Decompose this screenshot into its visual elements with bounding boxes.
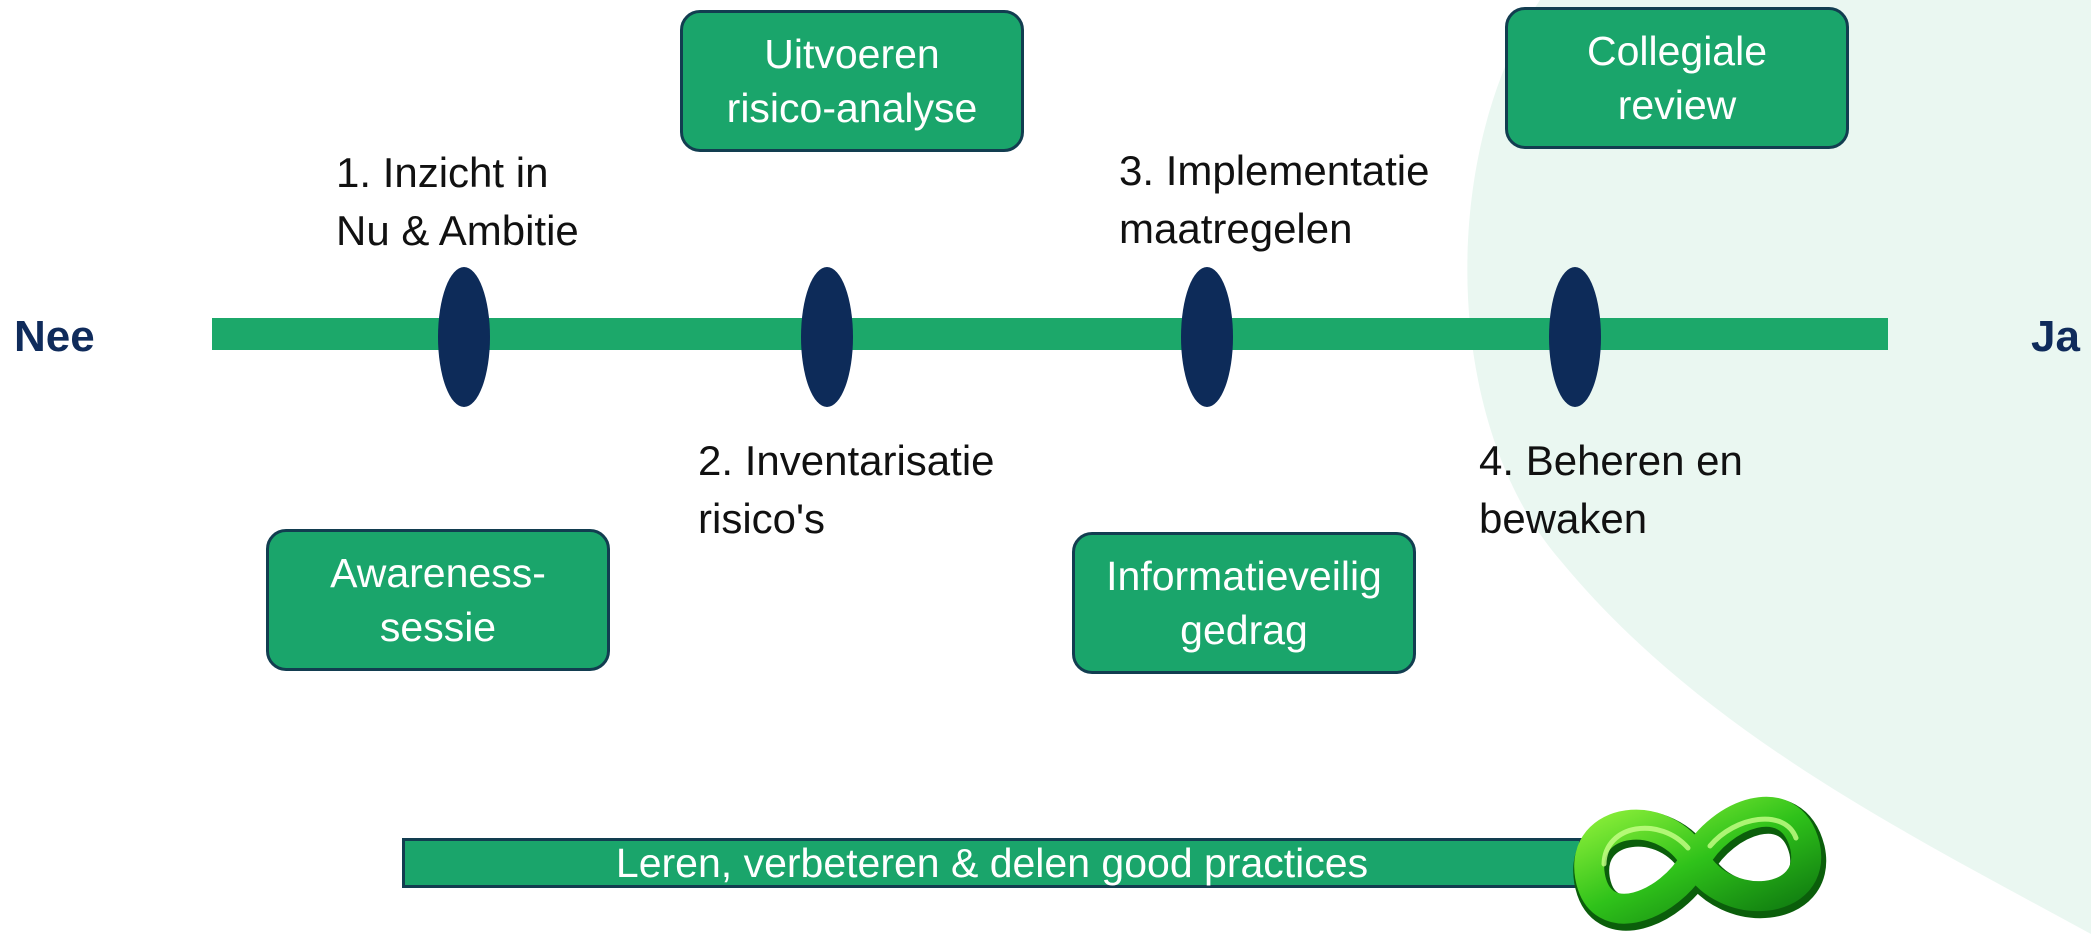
activity-2-line1: Uitvoeren [764,31,940,77]
step-4-line2: bewaken [1479,495,1648,542]
timeline-bar [212,318,1888,350]
milestone-3 [1181,267,1233,407]
activity-box-behaviour: Informatieveilig gedrag [1072,532,1416,674]
activity-box-awareness: Awareness- sessie [266,529,610,671]
step-3-line2: maatregelen [1119,205,1353,252]
step-label-4: 4. Beheren en bewaken [1479,432,1743,548]
activity-box-risk-analysis: Uitvoeren risico-analyse [680,10,1024,152]
step-1-line2: Nu & Ambitie [336,207,579,254]
step-2-line1: 2. Inventarisatie [698,437,995,484]
step-4-line1: 4. Beheren en [1479,437,1743,484]
step-label-3: 3. Implementatie maatregelen [1119,142,1430,258]
activity-1-line1: Awareness- [330,550,546,596]
activity-3-line1: Informatieveilig [1106,553,1382,599]
axis-end-label: Ja [2031,312,2080,361]
axis-start-label: Nee [14,312,95,361]
step-label-1: 1. Inzicht in Nu & Ambitie [336,144,579,260]
infinity-icon [1573,796,1827,931]
activity-1-line2: sessie [379,604,497,650]
activity-4-line2: review [1617,82,1737,128]
learning-bar: Leren, verbeteren & delen good practices [402,838,1582,888]
step-2-line2: risico's [698,495,826,542]
activity-3-line2: gedrag [1180,607,1308,653]
milestone-4 [1549,267,1601,407]
step-1-line1: 1. Inzicht in [336,149,549,196]
activity-4-line1: Collegiale [1586,28,1768,74]
milestone-1 [438,267,490,407]
activity-2-line2: risico-analyse [726,85,978,131]
step-3-line1: 3. Implementatie [1119,147,1430,194]
step-label-2: 2. Inventarisatie risico's [698,432,995,548]
activity-box-peer-review: Collegiale review [1505,7,1849,149]
milestone-2 [801,267,853,407]
